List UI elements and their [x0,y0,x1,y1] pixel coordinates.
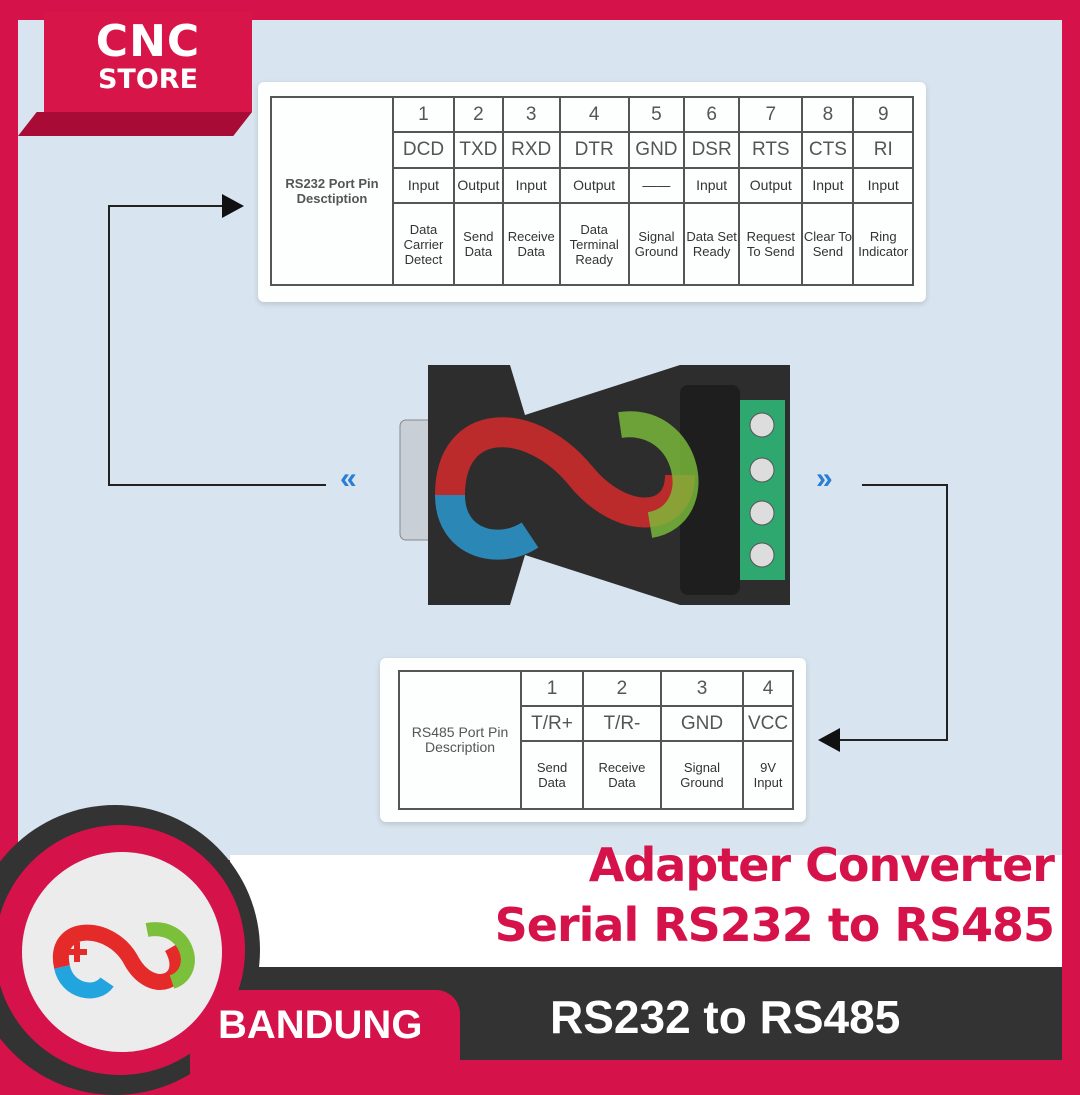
logo-line2: STORE [97,64,199,95]
pin-direction: Input [801,166,855,205]
pin-number: 6 [683,95,741,134]
pin-direction: Input [392,166,455,205]
pin-signal: DTR [558,131,630,169]
pin-signal: T/R- [582,705,662,742]
pin-number: 3 [659,670,745,707]
pin-description: Data Terminal Ready [558,202,630,286]
pin-direction: Output [738,166,804,205]
pin-number: 1 [519,670,585,707]
brand-shadow [18,112,252,136]
pin-signal: DSR [683,131,741,169]
pin-signal: TXD [452,131,504,169]
location-tab [190,990,460,1080]
title-band [230,855,1062,967]
product-subtitle: RS232 to RS485 [550,991,901,1043]
pin-number: 4 [558,95,630,134]
pin-direction: Output [558,166,630,205]
pin-number: 5 [627,95,686,134]
pin-description: Receive Data [501,202,561,286]
connector-line [840,739,948,741]
pin-number: 3 [501,95,561,134]
pin-description: Request To Send [738,202,804,286]
pin-description: Clear To Send [801,202,855,286]
pin-number: 2 [452,95,504,134]
connector-line [108,205,110,485]
location-label: BANDUNG [218,1003,423,1047]
adapter-image [399,365,790,605]
pin-description: Ring Indicator [852,202,914,286]
product-title-line1: Adapter Converter [588,838,1055,892]
pin-signal: RI [852,131,914,169]
connector-line [108,484,326,486]
pin-direction: Input [683,166,741,205]
pin-number: 9 [852,95,914,134]
pin-signal: RTS [738,131,804,169]
pin-description: Send Data [519,740,585,810]
pin-description: Signal Ground [659,740,745,810]
logo-line1: CNC [95,16,201,67]
pin-number: 2 [582,670,662,707]
pin-number: 7 [738,95,804,134]
store-logo: CNC STORE [44,12,252,112]
pin-direction: Output [452,166,504,205]
arrow-left-icon [818,728,840,752]
pin-signal: GND [659,705,745,742]
pin-direction: —— [627,166,686,205]
pin-number: 8 [801,95,855,134]
pin-signal: GND [627,131,686,169]
chevron-double-right-icon: » [816,462,833,495]
product-title-line2: Serial RS232 to RS485 [494,898,1055,952]
pin-signal: DCD [392,131,455,169]
chevron-double-left-icon: « [340,462,357,495]
pin-number: 1 [392,95,455,134]
pin-direction: Input [501,166,561,205]
pin-description: Receive Data [582,740,662,810]
rs232-header: RS232 Port Pin Desctiption [270,96,394,286]
pin-description: Data Set Ready [683,202,741,286]
pin-signal: CTS [801,131,855,169]
pin-signal: VCC [742,705,794,742]
pin-description: Send Data [452,202,504,286]
connector-line [108,205,228,207]
pin-description: Data Carrier Detect [392,202,455,286]
arrow-right-icon [222,194,244,218]
infinity-logo-icon [52,922,195,999]
rs485-header: RS485 Port Pin Description [398,670,522,810]
pin-signal: RXD [501,131,561,169]
pin-signal: T/R+ [519,705,585,742]
pin-description: Signal Ground [627,202,686,286]
pin-number: 4 [742,670,794,707]
connector-line [946,484,948,740]
brand-emblem [22,852,222,1052]
connector-line [862,484,948,486]
pin-direction: Input [852,166,914,205]
pin-description: 9V Input [742,740,794,810]
